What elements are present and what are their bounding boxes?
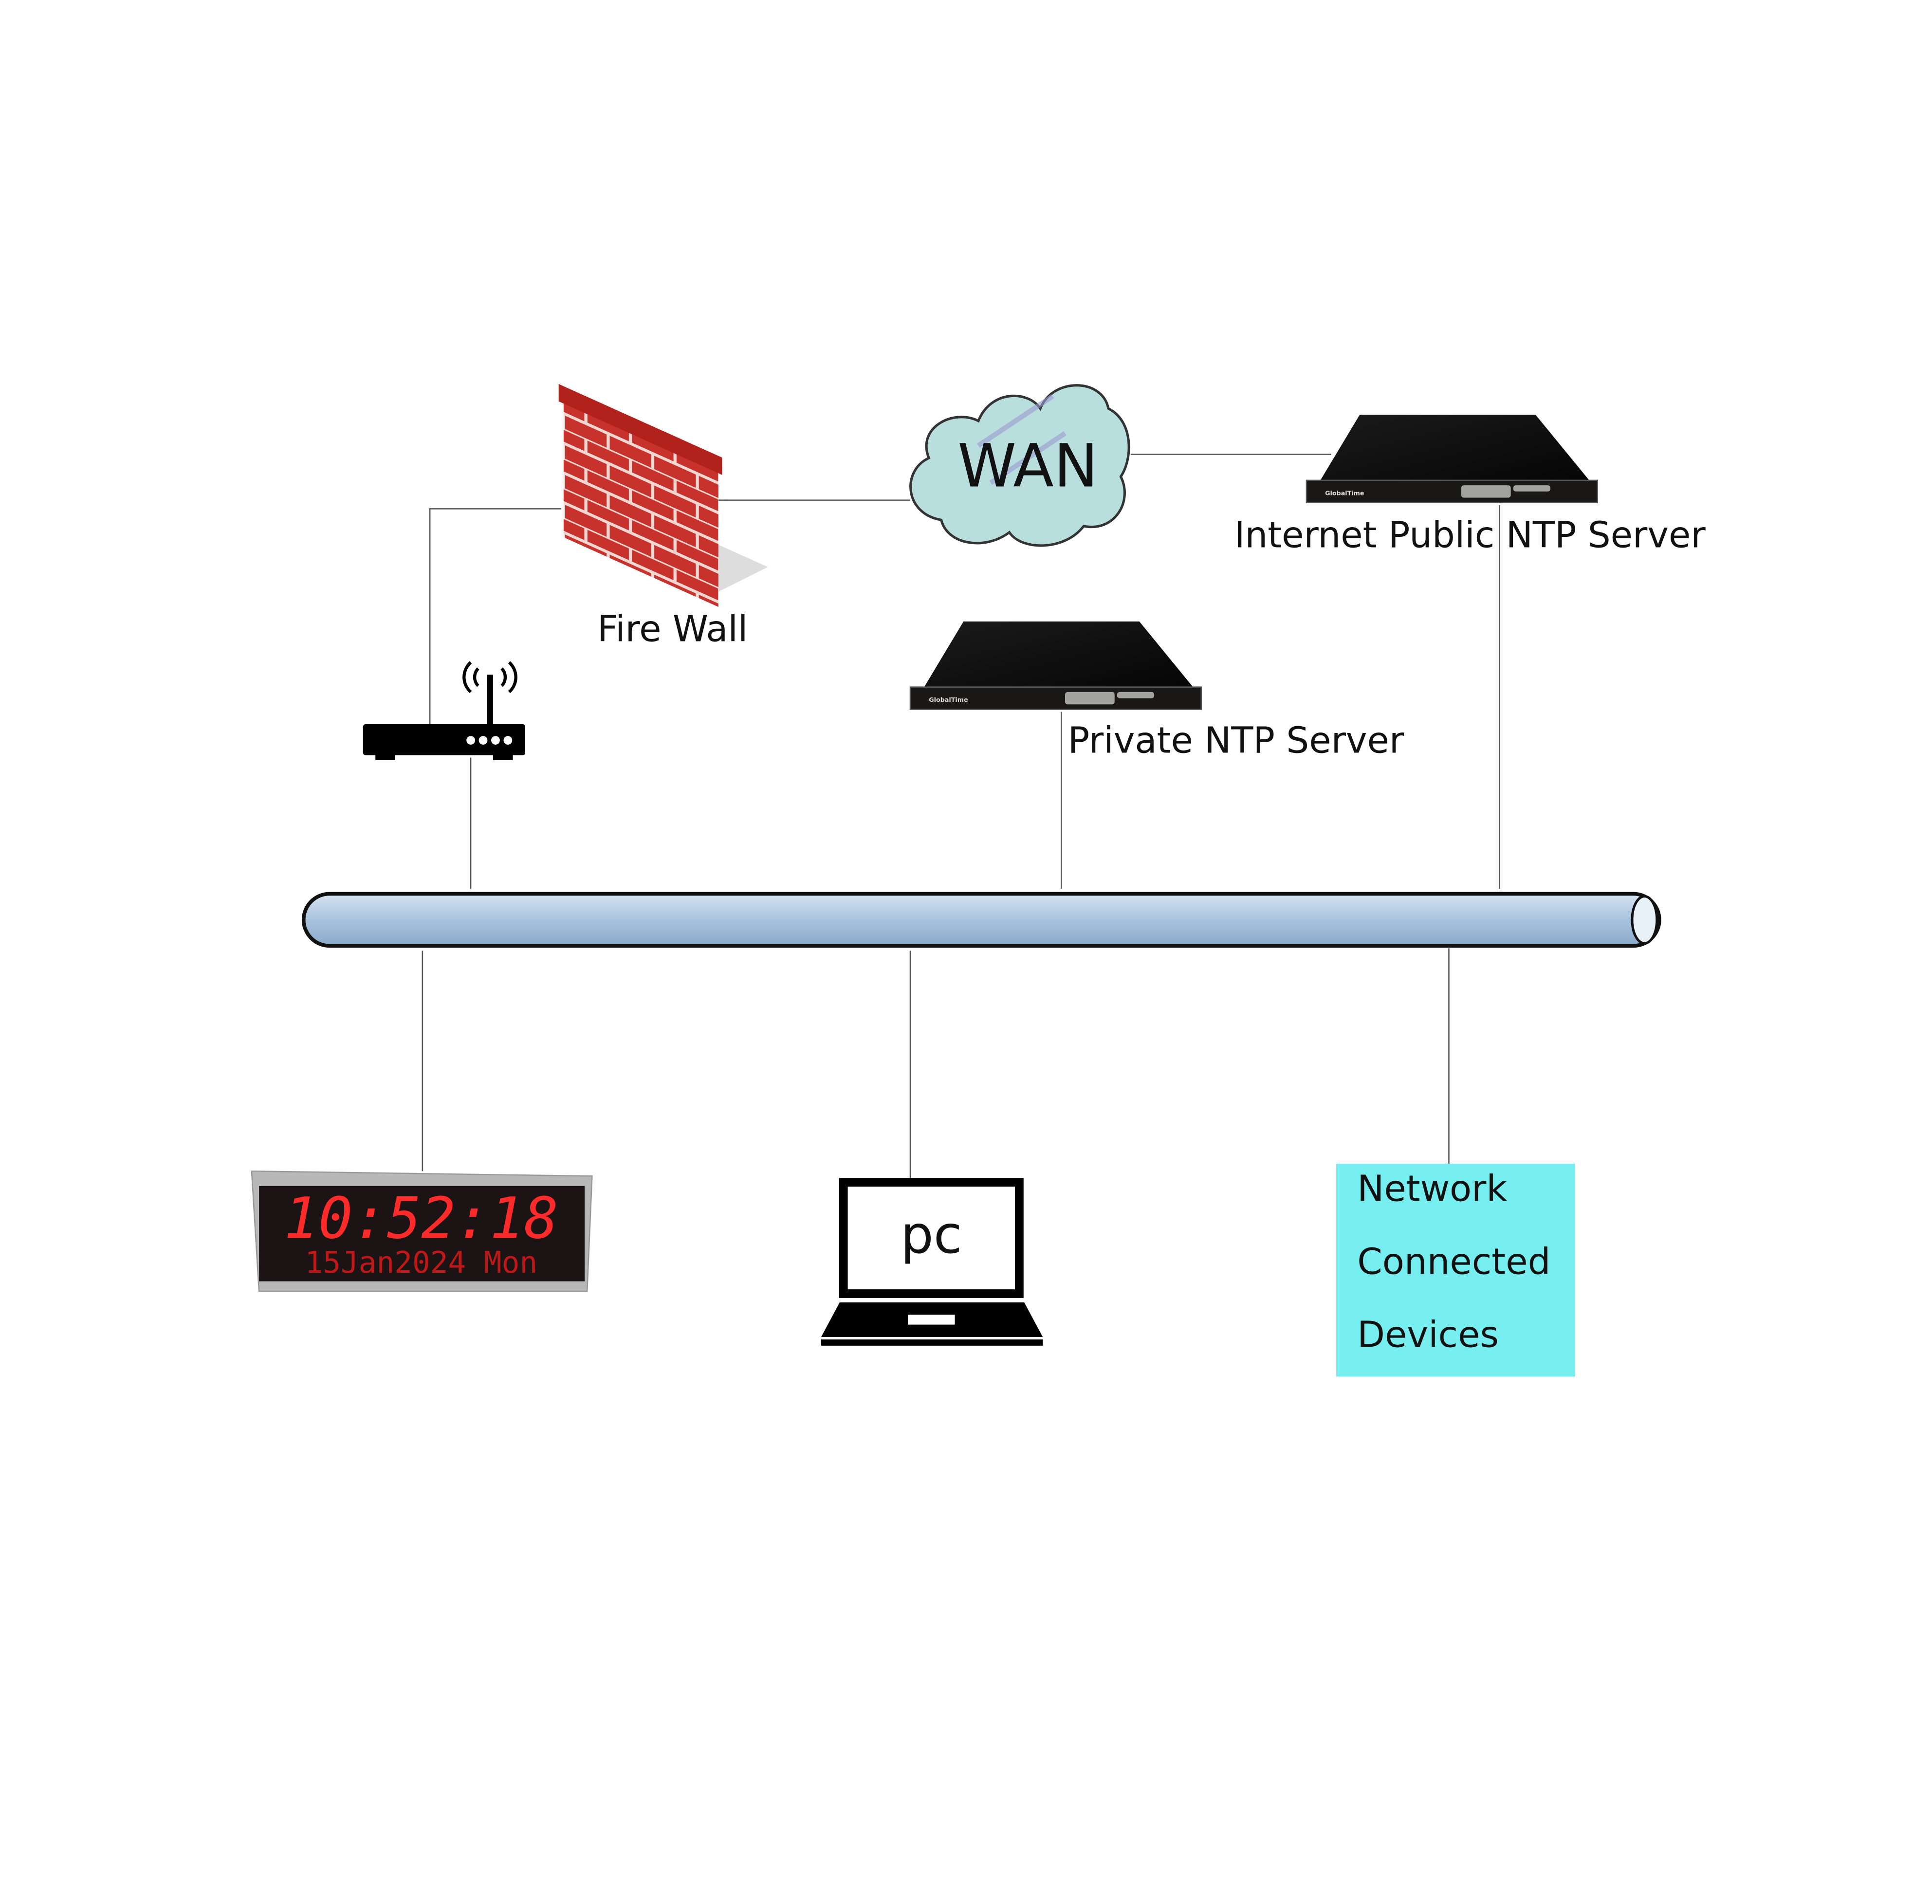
- brick-wall-icon: [558, 384, 722, 607]
- devices-line: Devices: [1357, 1314, 1499, 1355]
- wan-label: WAN: [957, 432, 1098, 501]
- wan-cloud: WAN: [909, 384, 1130, 547]
- network-backbone-pipe: [301, 892, 1661, 948]
- devices-line: Connected: [1357, 1241, 1550, 1282]
- connection-lines: [422, 454, 1501, 1179]
- wireless-router-icon: [363, 661, 525, 760]
- private-ntp-server: GlobalTime Private NTP Server: [909, 621, 1404, 761]
- internet-server-label: Internet Public NTP Server: [1234, 514, 1706, 556]
- server-brand-logo: GlobalTime: [929, 696, 968, 703]
- network-connected-devices: Network Connected Devices: [1336, 1163, 1575, 1377]
- private-server-label: Private NTP Server: [1068, 720, 1404, 761]
- firewall: Fire Wall: [558, 384, 768, 650]
- clock-time: 10:52:18: [284, 1185, 559, 1252]
- clock-date: 15Jan2024 Mon: [305, 1245, 537, 1280]
- led-wall-clock: 10:52:18 15Jan2024 Mon: [251, 1170, 593, 1292]
- internet-ntp-server: GlobalTime Internet Public NTP Server: [1234, 415, 1706, 556]
- server-brand-logo: GlobalTime: [1325, 489, 1364, 496]
- laptop-icon: pc: [821, 1178, 1043, 1346]
- devices-line: Network: [1357, 1168, 1507, 1209]
- firewall-label: Fire Wall: [597, 609, 748, 650]
- pc-label: pc: [901, 1205, 962, 1265]
